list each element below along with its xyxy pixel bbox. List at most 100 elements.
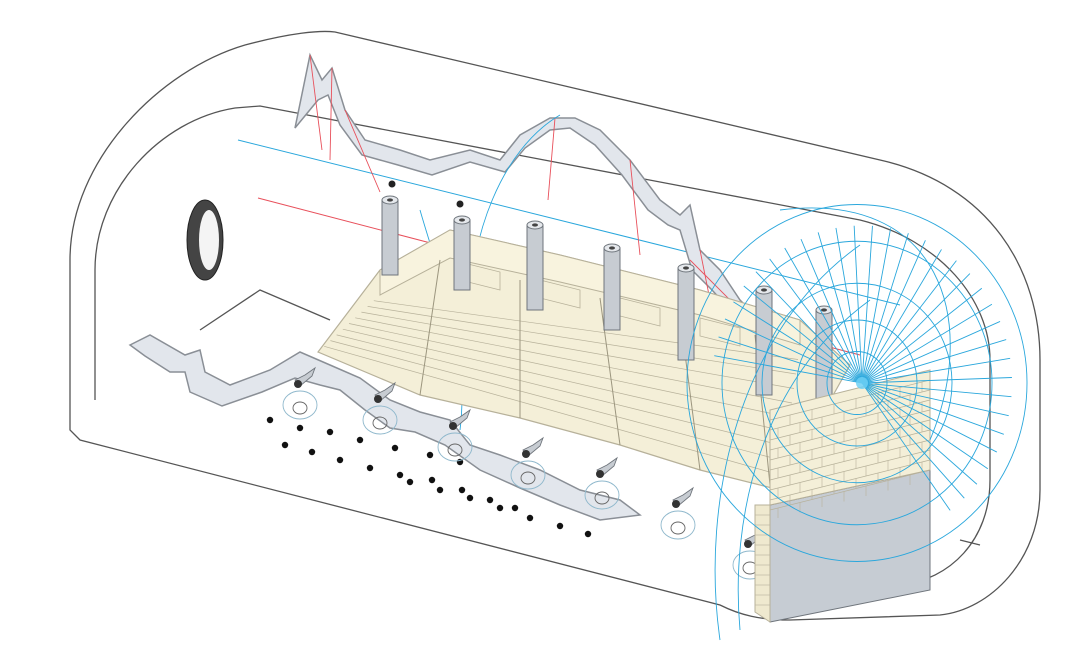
capsule-inner-rim <box>94 105 991 586</box>
brick-course <box>769 469 931 511</box>
brick-course <box>769 389 931 431</box>
peg-ring-outer <box>660 510 696 540</box>
pillar-hole <box>532 223 538 227</box>
dot <box>296 424 304 432</box>
pillar-hole <box>387 198 393 202</box>
dot <box>406 478 414 486</box>
peg-ring-inner <box>292 401 308 415</box>
pillar <box>603 247 621 331</box>
field-arc <box>737 299 871 631</box>
field-spoke <box>861 303 993 384</box>
peg-ring-outer <box>362 405 398 435</box>
end-wall-front <box>754 504 771 623</box>
plank-line <box>330 340 785 462</box>
brick-course <box>769 459 931 501</box>
field-ring <box>721 240 993 526</box>
field-ring <box>796 319 918 447</box>
field-spoke <box>861 382 978 485</box>
dot <box>526 514 534 522</box>
plank-line <box>367 306 797 375</box>
section-divider <box>599 297 621 446</box>
dot <box>556 522 564 530</box>
dot <box>391 444 399 452</box>
field-spoke <box>714 355 863 384</box>
field-spoke <box>800 238 863 384</box>
peg-ring-inner <box>520 471 536 485</box>
field-spoke <box>853 225 863 384</box>
capsule-enclosure <box>69 30 1041 621</box>
field-spoke <box>861 382 965 499</box>
dot <box>511 504 519 512</box>
plank-line <box>336 334 787 447</box>
field-spoke <box>861 382 989 470</box>
peg-ring-inner <box>594 491 610 505</box>
field-spoke <box>861 273 971 384</box>
ledge-cell <box>699 317 741 347</box>
field-spoke <box>835 227 863 384</box>
field-spoke <box>743 285 863 384</box>
dot <box>466 494 474 502</box>
pillar-hole <box>609 246 615 250</box>
brick-course <box>769 429 931 471</box>
brick-course <box>769 439 931 481</box>
field-spoke <box>861 382 951 511</box>
lower-profile <box>128 334 642 521</box>
pillar-hole <box>761 288 767 292</box>
field-spoke <box>724 318 863 384</box>
portal-inner <box>199 210 219 270</box>
plank-line <box>355 317 793 404</box>
peg-row <box>282 366 768 580</box>
field-spoke <box>861 233 909 384</box>
plank-line <box>348 323 791 418</box>
pillar-hole <box>459 218 465 222</box>
dot <box>426 451 434 459</box>
field-focus <box>856 377 868 389</box>
capsule-outline <box>69 30 1041 621</box>
field-spoke <box>861 321 1001 384</box>
deck-ledge <box>379 229 801 346</box>
dot <box>336 456 344 464</box>
peg-ring-outer <box>282 390 318 420</box>
dot <box>428 476 436 484</box>
peg-ring-outer <box>437 432 473 462</box>
dot-array <box>266 416 592 538</box>
peg-head <box>374 395 382 403</box>
field-spoke <box>784 247 863 384</box>
field-arc <box>779 207 951 441</box>
peg-ring-outer <box>510 460 546 490</box>
peg-head <box>744 540 752 548</box>
peg-ring-inner <box>372 416 388 430</box>
dot <box>326 428 334 436</box>
field-spoke <box>755 271 863 384</box>
pillar <box>381 199 399 276</box>
brick-course <box>769 419 931 461</box>
field-spoke <box>861 240 926 384</box>
field-spoke <box>733 301 863 384</box>
end-wall-bricks <box>755 379 931 606</box>
radial-field <box>686 204 1028 641</box>
pillar <box>453 219 471 291</box>
dot <box>458 486 466 494</box>
brick-course <box>769 409 931 451</box>
brick-course <box>769 399 931 441</box>
field-spoke <box>861 228 892 384</box>
pillar-hole <box>821 308 827 312</box>
plank-line <box>373 300 799 360</box>
field-ring <box>686 204 1028 562</box>
pillar <box>755 289 773 396</box>
field-spoke <box>718 336 863 384</box>
field-spoke <box>817 232 863 384</box>
dot <box>266 416 274 424</box>
capsule-floor-line <box>199 289 331 331</box>
field-spoke <box>769 258 863 384</box>
peg-head <box>672 500 680 508</box>
pillar <box>526 224 544 311</box>
capsule-side-line <box>959 539 981 546</box>
peg-head <box>449 422 457 430</box>
peg-ring-inner <box>670 521 686 535</box>
dot <box>366 464 374 472</box>
pillar-hole <box>683 266 689 270</box>
field-spoke <box>861 382 998 453</box>
